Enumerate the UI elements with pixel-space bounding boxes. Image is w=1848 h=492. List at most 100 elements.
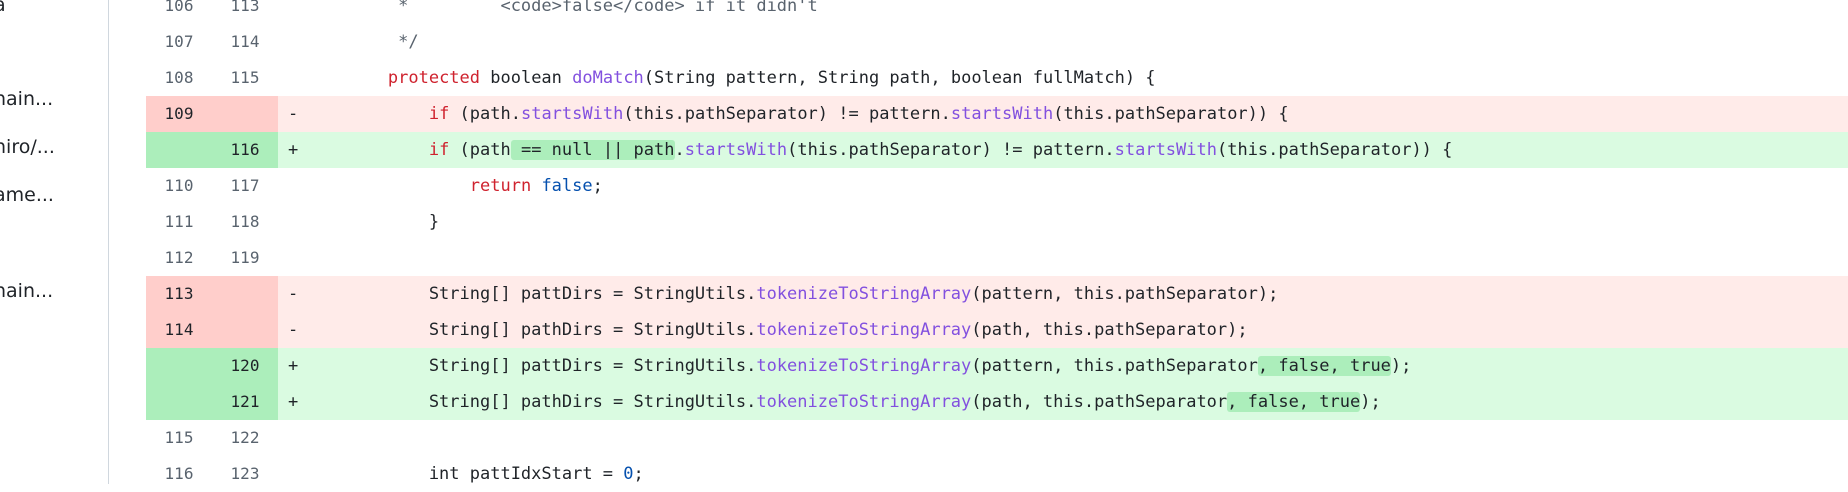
code-token: ); [1390,356,1412,376]
diff-view: 106 113 * <code>false</code> if it didn't… [146,0,1848,492]
code-token: String[] pathDirs = StringUtils. [306,392,757,412]
diff-marker [278,456,306,492]
old-line-number[interactable]: 115 [164,428,194,447]
code-token: if [428,140,450,160]
diff-line-context: 110 117 return false; [146,168,1848,204]
diff-line-added: 120 + String[] pattDirs = StringUtils.tok… [146,348,1848,384]
old-line-number[interactable]: 108 [164,68,194,87]
code-line: if (path == null || path.startsWith(this… [306,132,1848,168]
code-token: (this.pathSeparator) != pattern. [623,104,951,124]
new-line-number[interactable]: 113 [230,0,260,15]
diff-line-deleted: 113 - String[] pattDirs = StringUtils.tok… [146,276,1848,312]
new-line-number[interactable]: 120 [212,348,278,384]
code-token: startsWith [520,104,624,124]
code-token: if [428,104,450,124]
code-token: 0 [623,464,634,484]
diff-line-context: 116 123 int pattIdxStart = 0; [146,456,1848,492]
diff-marker: + [288,140,299,160]
code-line: String[] pattDirs = StringUtils.tokenize… [306,276,1848,312]
new-line-number[interactable]: 114 [230,32,260,51]
new-line-number[interactable]: 118 [230,212,260,231]
code-token: (this.pathSeparator) != pattern. [787,140,1115,160]
diff-line-added: 121 + String[] pathDirs = StringUtils.tok… [146,384,1848,420]
old-line-number[interactable]: 114 [146,312,212,348]
code-token: (this.pathSeparator)) { [1053,104,1289,124]
new-line-number[interactable] [212,96,278,132]
diff-marker [278,240,306,276]
new-line-number[interactable]: 123 [230,464,260,483]
old-line-number[interactable] [146,384,212,420]
new-line-number[interactable]: 121 [212,384,278,420]
code-line: String[] pathDirs = StringUtils.tokenize… [306,312,1848,348]
new-line-number[interactable]: 116 [212,132,278,168]
old-line-number[interactable]: 112 [164,248,194,267]
old-line-number[interactable] [146,348,212,384]
diff-line-deleted: 109- if (path.startsWith(this.pathSepara… [146,96,1848,132]
file-tree-sidebar: a nain... niro/... ame... nain... [0,0,109,484]
sidebar-item[interactable]: niro/... [0,136,55,158]
diff-marker: + [288,356,299,376]
code-line: return false; [306,168,1848,204]
code-line [306,240,1848,276]
sidebar-item[interactable]: nain... [0,280,54,302]
diff-marker [278,204,306,240]
code-token: String[] pattDirs = StringUtils. [306,356,757,376]
code-line: * <code>false</code> if it didn't [306,0,1848,24]
code-token: ; [633,464,644,484]
diff-line-context: 108 115 protected boolean doMatch(String … [146,60,1848,96]
old-line-number[interactable]: 113 [146,276,212,312]
code-token: (path. [449,104,521,124]
code-token: tokenizeToStringArray [756,320,972,340]
code-token: (String pattern, String path, boolean fu… [643,68,1156,88]
new-line-number[interactable] [212,312,278,348]
code-token: (path [449,140,511,160]
code-token [306,68,388,88]
code-token: , false, true [1227,392,1361,412]
sidebar-item[interactable]: ame... [0,184,54,206]
code-token: int pattIdxStart = [306,464,624,484]
new-line-number[interactable]: 119 [230,248,260,267]
old-line-number[interactable]: 116 [164,464,194,483]
code-token [306,140,429,160]
code-token [531,176,541,196]
diff-line-deleted: 114 - String[] pathDirs = StringUtils.tok… [146,312,1848,348]
code-token: tokenizeToStringArray [756,356,972,376]
code-line [306,420,1848,456]
code-token [306,104,429,124]
old-line-number[interactable]: 109 [146,96,212,132]
code-token: */ [306,32,419,52]
diff-marker: + [288,392,299,412]
code-token: * <code>false</code> if it didn't [306,0,818,16]
diff-marker [278,24,306,60]
code-line: */ [306,24,1848,60]
code-line: } [306,204,1848,240]
code-line: String[] pattDirs = StringUtils.tokenize… [306,348,1848,384]
new-line-number[interactable] [212,276,278,312]
sidebar-item[interactable]: a [0,0,6,16]
old-line-number[interactable]: 106 [164,0,194,15]
old-line-number[interactable]: 110 [164,176,194,195]
sidebar-item[interactable]: nain... [0,88,54,110]
code-line: int pattIdxStart = 0; [306,456,1848,492]
code-token: startsWith [684,140,788,160]
old-line-number[interactable]: 107 [164,32,194,51]
code-line: String[] pathDirs = StringUtils.tokenize… [306,384,1848,420]
old-line-number[interactable] [146,132,212,168]
diff-marker: - [288,320,299,340]
code-line: protected boolean doMatch(String pattern… [306,60,1848,96]
new-line-number[interactable]: 117 [230,176,260,195]
diff-marker: - [288,284,299,304]
diff-marker [278,168,306,204]
diff-marker: - [288,104,299,124]
new-line-number[interactable]: 115 [230,68,260,87]
code-token: (this.pathSeparator)) { [1216,140,1453,160]
new-line-number[interactable]: 122 [230,428,260,447]
code-token: false [541,176,593,196]
code-line: if (path.startsWith(this.pathSeparator) … [306,96,1848,132]
code-token: startsWith [1114,140,1217,160]
code-token: (path, this.pathSeparator); [971,320,1248,340]
code-token: == null || path [510,140,675,160]
diff-marker [278,0,306,24]
old-line-number[interactable]: 111 [164,212,194,231]
diff-marker [278,420,306,456]
